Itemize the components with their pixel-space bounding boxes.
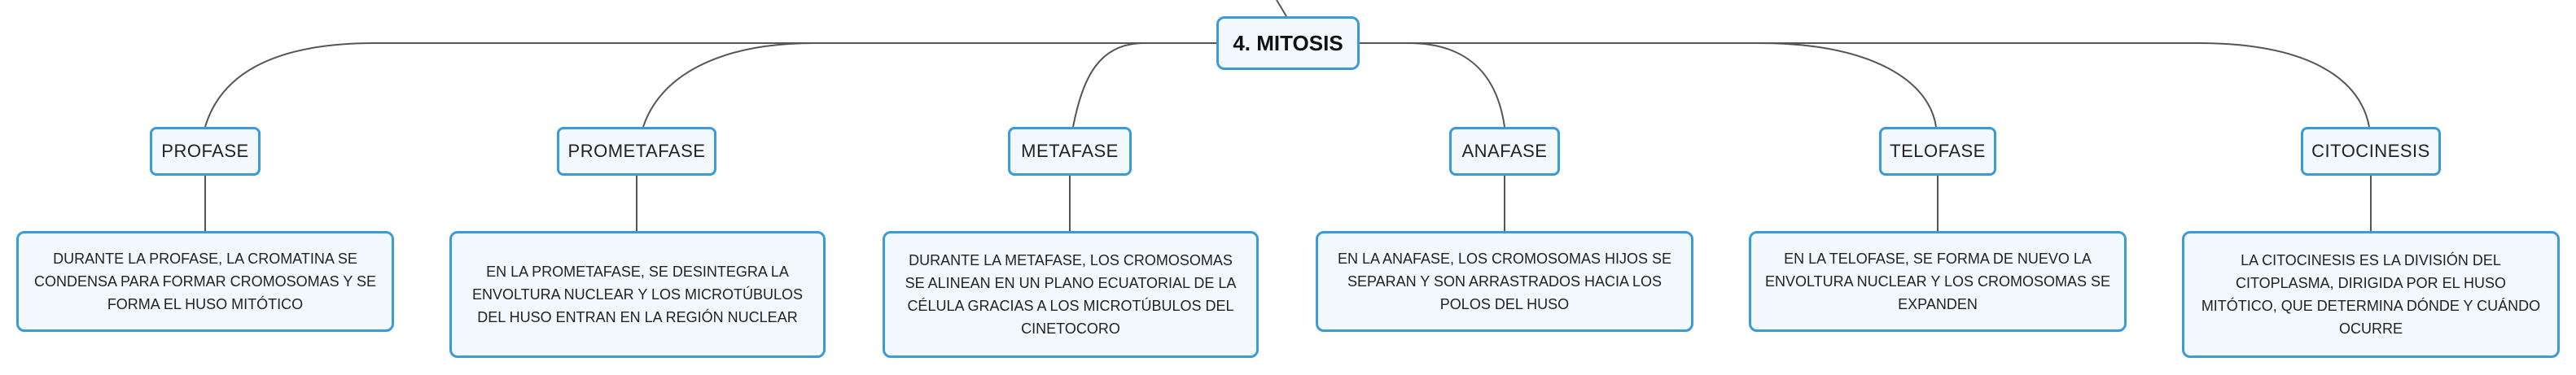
- phase-node-citocinesis[interactable]: CITOCINESIS: [2301, 127, 2441, 176]
- description-telofase[interactable]: EN LA TELOFASE, SE FORMA DE NUEVO LA ENV…: [1749, 231, 2127, 332]
- description-anafase[interactable]: EN LA ANAFASE, LOS CROMOSOMAS HIJOS SE S…: [1316, 231, 1693, 332]
- phase-node-telofase[interactable]: TELOFASE: [1879, 127, 1996, 176]
- connector-telofase: [1360, 42, 1937, 128]
- root-node-mitosis[interactable]: 4. MITOSIS: [1216, 16, 1360, 70]
- phase-node-profase[interactable]: PROFASE: [150, 127, 261, 176]
- connector-metafase: [1072, 42, 1216, 128]
- connector-citocinesis: [1360, 42, 2370, 128]
- connector-prometafase: [642, 42, 1216, 128]
- description-prometafase[interactable]: EN LA PROMETAFASE, SE DESINTEGRA LA ENVO…: [449, 231, 826, 358]
- connector-parent: [1276, 0, 1287, 17]
- phase-node-prometafase[interactable]: PROMETAFASE: [557, 127, 716, 176]
- connector-profase: [204, 42, 1216, 128]
- connector-anafase: [1360, 42, 1505, 128]
- description-profase[interactable]: DURANTE LA PROFASE, LA CROMATINA SE COND…: [16, 231, 394, 332]
- description-metafase[interactable]: DURANTE LA METAFASE, LOS CROMOSOMAS SE A…: [883, 231, 1259, 358]
- phase-node-metafase[interactable]: METAFASE: [1008, 127, 1132, 176]
- description-citocinesis[interactable]: LA CITOCINESIS ES LA DIVISIÓN DEL CITOPL…: [2182, 231, 2560, 358]
- phase-node-anafase[interactable]: ANAFASE: [1449, 127, 1560, 176]
